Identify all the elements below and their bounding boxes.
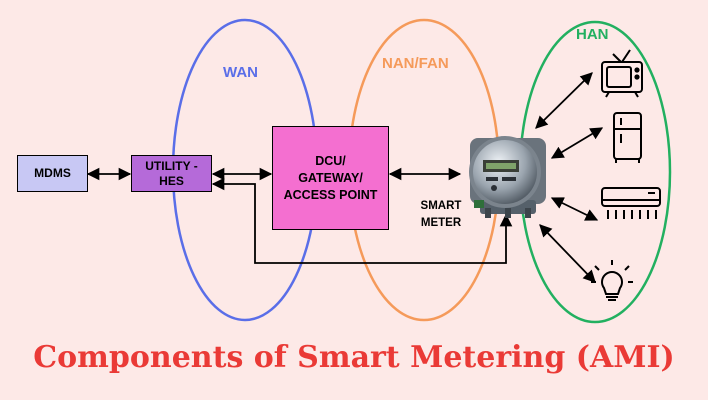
meter-ac-arrow	[550, 197, 599, 221]
refrigerator-icon	[613, 112, 642, 163]
page-title: Components of Smart Metering (AMI)	[33, 340, 675, 375]
smart-meter-icon	[469, 136, 546, 218]
mdms-label: MDMS	[34, 166, 71, 180]
nan-fan-label: NAN/FAN	[382, 55, 449, 72]
mdms-box: MDMS	[17, 155, 88, 192]
smart-meter-label: SMART METER	[411, 198, 471, 232]
utility-meter-direct-link	[211, 177, 513, 264]
air-conditioner-icon	[601, 187, 661, 219]
smart-meter-label-line1: SMART	[420, 200, 462, 212]
meter-tv-arrow	[535, 72, 593, 129]
wan-label: WAN	[223, 64, 258, 81]
smart-meter-label-line2: METER	[420, 217, 462, 229]
meter-bulb-arrow	[539, 224, 596, 283]
tv-icon	[601, 49, 643, 98]
dcu-label-line1: DCU/	[315, 153, 346, 168]
han-label: HAN	[576, 26, 609, 43]
light-bulb-icon	[591, 260, 633, 301]
utility-label-line2: HES	[159, 173, 184, 188]
dcu-gateway-box: DCU/ GATEWAY/ ACCESS POINT	[272, 126, 389, 230]
dcu-label-line2: GATEWAY/	[298, 170, 363, 185]
meter-fridge-arrow	[550, 127, 604, 159]
utility-hes-box: UTILITY - HES	[131, 155, 212, 192]
utility-label-line1: UTILITY -	[145, 158, 198, 173]
dcu-label-line3: ACCESS POINT	[283, 187, 378, 202]
